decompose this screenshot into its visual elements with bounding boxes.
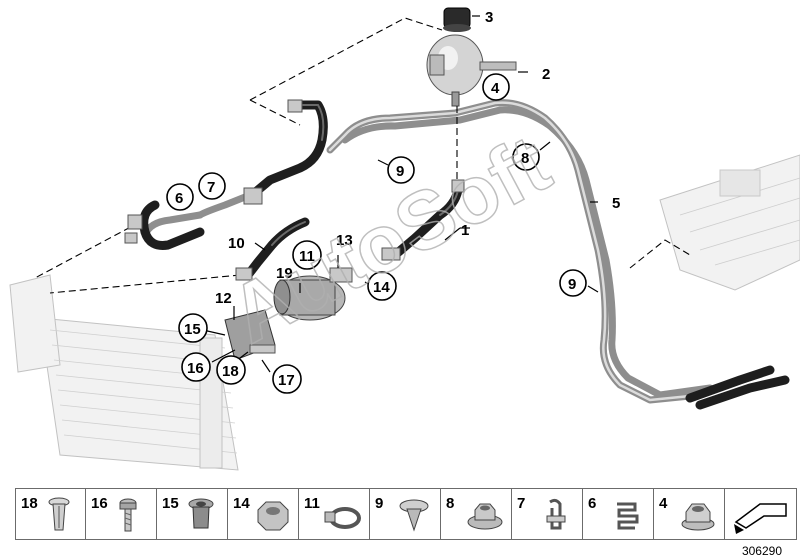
electric-pump (273, 267, 353, 321)
svg-text:5: 5 (612, 195, 620, 212)
svg-text:2: 2 (542, 66, 550, 83)
svg-text:12: 12 (215, 290, 232, 307)
legend-label: 16 (91, 495, 108, 512)
callout-1: 1 (461, 222, 469, 239)
svg-text:16: 16 (187, 360, 204, 377)
legend-label: 4 (659, 495, 668, 512)
left-hose (124, 200, 205, 250)
callout-11: 11 (292, 240, 322, 270)
flange-nut-icon (467, 503, 503, 530)
svg-text:AutoSoft: AutoSoft (216, 118, 564, 361)
engine-ghost (659, 154, 800, 291)
reference-lines (34, 17, 691, 294)
callout-3: 3 (485, 9, 493, 26)
legend-item-8: 8 (441, 488, 512, 540)
svg-text:9: 9 (568, 276, 576, 293)
callout-4: 4 (482, 73, 510, 101)
callout-15: 15 (178, 313, 208, 343)
legend-item-18: 18 (15, 488, 86, 540)
legend-item-4: 4 (654, 488, 725, 540)
svg-text:9: 9 (396, 163, 404, 180)
pump-bracket (224, 309, 276, 361)
callout-2: 2 (542, 66, 550, 83)
legend-item-6: 6 (583, 488, 654, 540)
callout-18: 18 (216, 355, 246, 385)
callout-9b: 9 (559, 269, 587, 297)
callout-8: 8 (512, 143, 540, 171)
legend-label: 8 (446, 495, 455, 512)
grommet-nut-icon (188, 498, 214, 529)
legend-label: 9 (375, 495, 384, 512)
arrow-tool-icon (734, 503, 787, 534)
callout-19: 19 (276, 265, 293, 282)
legend-item-arrow (725, 488, 797, 540)
legend-label: 18 (21, 495, 38, 512)
svg-text:13: 13 (336, 232, 353, 249)
legend-label: 7 (517, 495, 526, 512)
svg-text:18: 18 (222, 363, 239, 380)
collar-nut-icon (681, 503, 715, 531)
svg-text:4: 4 (491, 80, 500, 97)
svg-text:7: 7 (207, 179, 215, 196)
legend-item-9: 9 (370, 488, 441, 540)
callout-10: 10 (228, 235, 245, 252)
hex-nut-icon (257, 501, 289, 531)
svg-text:6: 6 (175, 190, 183, 207)
callout-17: 17 (272, 364, 302, 394)
push-clip-icon (399, 499, 429, 532)
expansion-tank (426, 7, 517, 107)
legend-item-14: 14 (228, 488, 299, 540)
watermark: AutoSoft (215, 117, 565, 361)
callout-6: 6 (166, 183, 194, 211)
parts-legend: 18 16 15 14 11 (15, 488, 797, 540)
diagram-reference-number: 306290 (741, 544, 782, 558)
callout-7: 7 (198, 172, 226, 200)
svg-text:19: 19 (276, 265, 293, 282)
svg-text:15: 15 (184, 321, 201, 338)
legend-item-15: 15 (157, 488, 228, 540)
callout-13: 13 (336, 232, 353, 249)
svg-text:17: 17 (278, 372, 295, 389)
coolant-pipe (326, 99, 790, 410)
legend-label: 14 (233, 495, 250, 512)
leader-lines (202, 15, 599, 373)
bolt-icon (119, 498, 137, 532)
svg-text:8: 8 (521, 150, 529, 167)
callout-5: 5 (612, 195, 620, 212)
hose-clamp-icon (324, 507, 361, 529)
legend-item-7: 7 (512, 488, 583, 540)
callout-14: 14 (367, 271, 397, 301)
callout-16: 16 (181, 352, 211, 382)
legend-label: 11 (304, 495, 320, 512)
svg-text:3: 3 (485, 9, 493, 26)
pipe-clip-icon (546, 498, 566, 530)
hose-10 (235, 217, 310, 281)
legend-item-16: 16 (86, 488, 157, 540)
hose-1 (381, 106, 465, 261)
legend-label: 6 (588, 495, 597, 512)
legend-label: 15 (162, 495, 179, 512)
callout-12: 12 (215, 290, 232, 307)
callout-9: 9 (387, 156, 415, 184)
expanding-rivet-icon (48, 497, 70, 531)
legend-item-11: 11 (299, 488, 370, 540)
svg-text:10: 10 (228, 235, 245, 252)
svg-text:14: 14 (373, 279, 390, 296)
spring-clip-icon (617, 502, 639, 530)
svg-text:11: 11 (299, 248, 315, 265)
svg-text:1: 1 (461, 222, 469, 239)
